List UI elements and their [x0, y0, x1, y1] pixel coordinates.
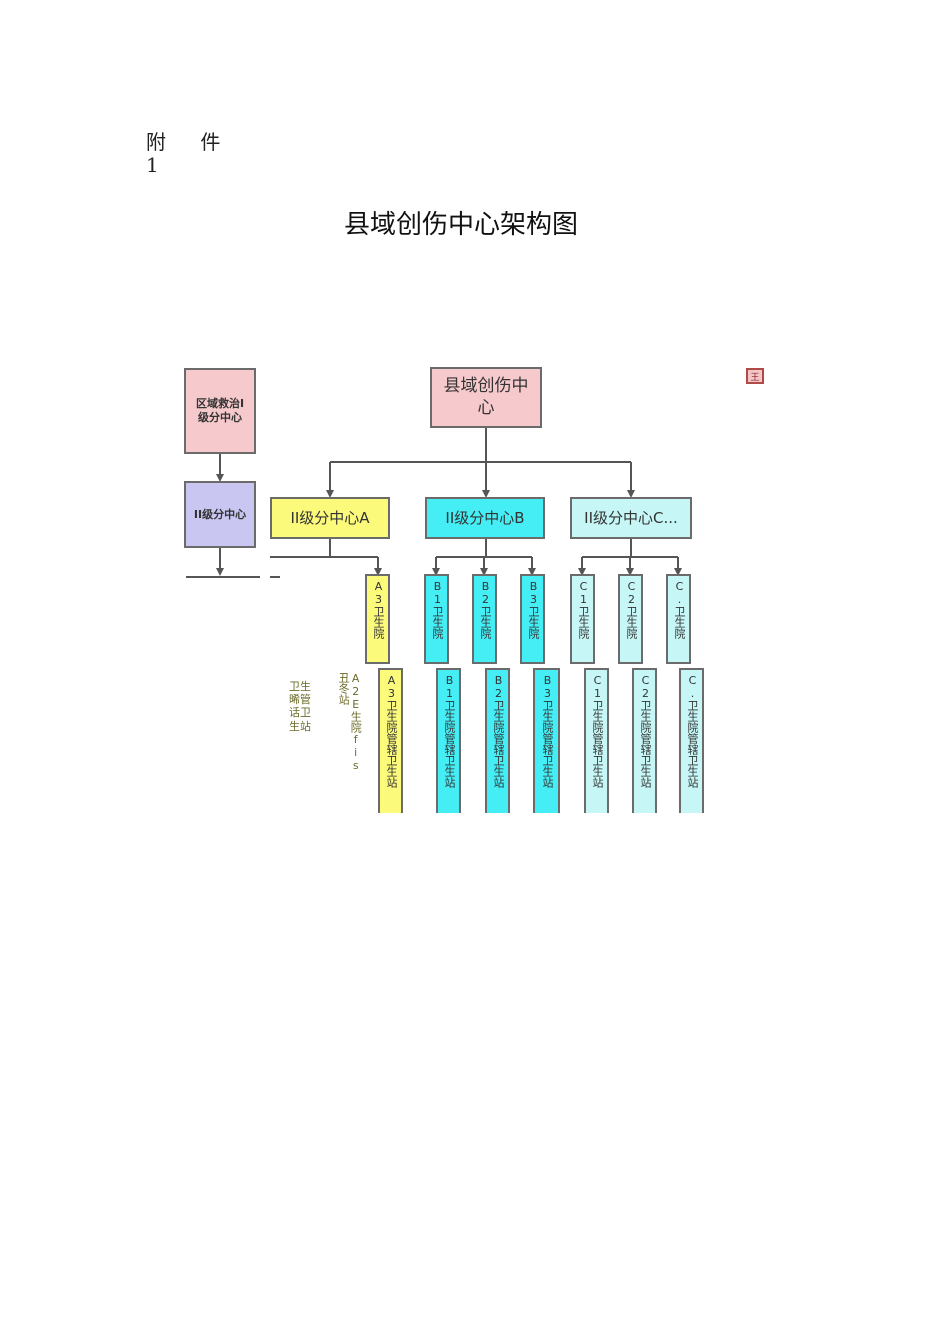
- hospital-c1-box: C1卫生院: [570, 574, 595, 664]
- station-c2-box: C2卫生院管辖卫生站: [632, 668, 657, 813]
- station-c3-label: C.卫生院管辖卫生站: [685, 674, 699, 788]
- station-b3-box: B3卫生院管辖卫生站: [533, 668, 560, 813]
- legend-level1-box: 区域救治I级分中心: [184, 368, 256, 454]
- hospital-a3-box: A3卫生院: [365, 574, 390, 664]
- station-c1-label: C1卫生院管辖卫生站: [590, 674, 604, 788]
- side-note-left: 卫生 晞管 话卫 生站: [289, 680, 311, 733]
- subcenter-b-label: II级分中心B: [445, 508, 525, 527]
- attachment-label: 附 件: [146, 130, 235, 154]
- root-center-label: 县域创伤中心: [443, 376, 529, 418]
- subcenter-a-box: II级分中心A: [270, 497, 390, 539]
- station-c3-box: C.卫生院管辖卫生站: [679, 668, 704, 813]
- legend-level1-label: 区域救治I级分中心: [195, 397, 245, 424]
- page-title: 县域创伤中心架构图: [343, 210, 578, 240]
- station-b1-label: B1卫生院管辖卫生站: [442, 674, 456, 788]
- station-c1-box: C1卫生院管辖卫生站: [584, 668, 609, 813]
- hospital-c3-box: C.卫生院: [666, 574, 691, 664]
- hospital-b1-box: B1卫生院: [424, 574, 449, 664]
- hospital-c2-box: C2卫生院: [618, 574, 643, 664]
- hospital-c1-label: C1卫生院: [576, 580, 590, 639]
- station-b3-label: B3卫生院管辖卫生站: [540, 674, 554, 788]
- subcenter-a-label: II级分中心A: [290, 508, 370, 527]
- root-center-box: 县域创伤中心: [430, 367, 542, 428]
- hospital-b3-label: B3卫生院: [526, 580, 540, 639]
- corner-mark-icon: 王: [746, 368, 764, 384]
- station-a3-label: A3卫生院管辖卫生站: [384, 674, 398, 788]
- hospital-a3-label: A3卫生院: [371, 580, 385, 639]
- hospital-c3-label: C.卫生院: [672, 580, 686, 639]
- hospital-b2-box: B2卫生院: [472, 574, 497, 664]
- attachment-number: 1: [146, 153, 159, 177]
- hospital-b3-box: B3卫生院: [520, 574, 545, 664]
- station-c2-label: C2卫生院管辖卫生站: [638, 674, 652, 788]
- legend-level2-box: II级分中心: [184, 481, 256, 548]
- subcenter-b-box: II级分中心B: [425, 497, 545, 539]
- legend-level2-label: II级分中心: [193, 507, 247, 521]
- station-a3-box: A3卫生院管辖卫生站: [378, 668, 403, 813]
- station-b2-box: B2卫生院管辖卫生站: [485, 668, 510, 813]
- station-b1-box: B1卫生院管辖卫生站: [436, 668, 461, 813]
- subcenter-c-label: II级分中心C...: [584, 508, 678, 527]
- hospital-b1-label: B1卫生院: [430, 580, 444, 639]
- station-b2-label: B2卫生院管辖卫生站: [491, 674, 505, 788]
- hospital-b2-label: B2卫生院: [478, 580, 492, 639]
- side-note-right: A2E生院fis丑冬站: [337, 672, 363, 772]
- hospital-c2-label: C2卫生院: [624, 580, 638, 639]
- subcenter-c-box: II级分中心C...: [570, 497, 692, 539]
